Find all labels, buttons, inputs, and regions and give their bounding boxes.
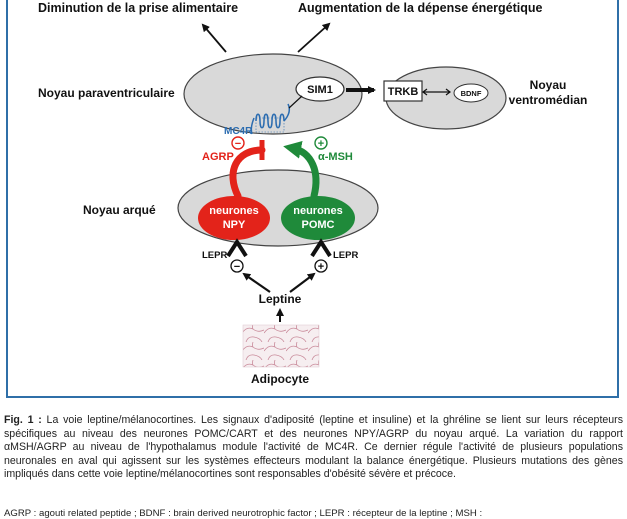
lepr-right-label: LEPR	[333, 250, 358, 261]
paraventricular-nucleus	[183, 53, 363, 135]
amsh-stimulation-path	[283, 140, 320, 200]
trkb-node	[383, 80, 423, 102]
figure-frame	[6, 0, 619, 398]
svg-text:+: +	[318, 138, 324, 150]
adipocyte-label: Adipocyte	[251, 372, 309, 386]
figure-caption: Fig. 1 : La voie leptine/mélanocortines.…	[4, 414, 623, 482]
lepr-left-receptor-icon	[226, 238, 248, 258]
sim1-label: SIM1	[307, 84, 333, 96]
leptin-label: Leptine	[259, 292, 302, 306]
paraventricular-label: Noyau paraventriculaire	[38, 86, 175, 100]
lepr-left-label: LEPR	[202, 250, 227, 261]
pomc-label-line1: neurones	[293, 205, 343, 217]
pomc-label-line2: POMC	[302, 219, 335, 231]
arrow-leptin-to-npy	[242, 272, 271, 293]
npy-neurons	[198, 196, 270, 240]
arrow-to-food-intake	[201, 23, 227, 53]
agrp-minus-badge	[231, 136, 245, 150]
npy-label-line1: neurones	[209, 205, 259, 217]
amsh-plus-badge	[314, 136, 328, 150]
bdnf-label: BDNF	[461, 89, 482, 98]
svg-text:−: −	[235, 138, 241, 150]
adipocyte-tissue-image	[242, 324, 320, 368]
abbreviations-footnote: AGRP : agouti related peptide ; BDNF : b…	[4, 508, 483, 519]
arcuate-label: Noyau arqué	[83, 203, 156, 217]
effect-energy-expenditure-label: Augmentation de la dépense énergétique	[298, 1, 543, 15]
ventromedial-label-line2: ventromédian	[509, 93, 588, 107]
agrp-inhibition-path	[229, 146, 266, 200]
mc4r-label: MC4R	[224, 126, 253, 137]
caption-text: La voie leptine/mélanocortines. Les sign…	[4, 414, 623, 481]
effect-food-intake-label: Diminution de la prise alimentaire	[38, 1, 238, 15]
mc4r-to-sim1-link	[288, 95, 303, 109]
leptin-melanocortin-diagram: Diminution de la prise alimentaire Augme…	[38, 1, 588, 386]
bdnf-node	[453, 83, 489, 103]
mc4r-receptor-icon	[250, 103, 291, 135]
pomc-neurons	[281, 196, 355, 240]
svg-text:−: −	[234, 261, 240, 273]
lepr-left-minus-badge	[230, 259, 244, 273]
npy-label-line2: NPY	[223, 219, 246, 231]
arrow-to-energy-expenditure	[297, 22, 331, 53]
ventromedial-label-line1: Noyau	[530, 78, 567, 92]
lepr-right-plus-badge	[314, 259, 328, 273]
caption-label: Fig. 1 :	[4, 414, 42, 426]
arrow-leptin-to-pomc	[289, 272, 316, 293]
lepr-right-receptor-icon	[310, 238, 332, 258]
trkb-label: TRKB	[388, 86, 419, 98]
amsh-label: α-MSH	[318, 151, 353, 163]
agrp-label: AGRP	[202, 151, 234, 163]
svg-text:+: +	[318, 261, 324, 273]
sim1-node	[295, 76, 345, 102]
